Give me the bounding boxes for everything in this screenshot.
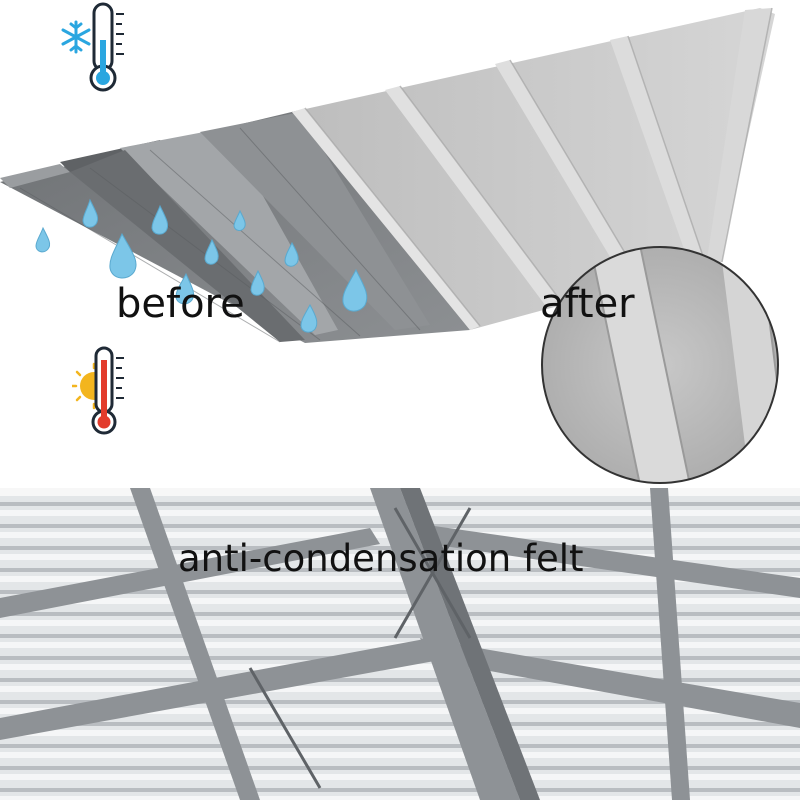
- roof-structure-illustration: [0, 488, 800, 800]
- water-drop-icon: [300, 303, 318, 333]
- snowflake-icon: [61, 20, 91, 54]
- condensation-drops: [35, 198, 368, 333]
- snowflake-thermometer-icon: [60, 0, 132, 96]
- water-drop-icon: [82, 198, 99, 228]
- before-after-panel: before after: [0, 0, 779, 484]
- water-drop-icon: [204, 238, 219, 265]
- before-label: before: [116, 281, 245, 327]
- water-drop-icon: [250, 269, 265, 296]
- water-drop-icon: [284, 241, 299, 267]
- water-drop-icon: [35, 226, 51, 253]
- after-label: after: [540, 281, 635, 327]
- water-drop-icon: [109, 232, 137, 279]
- water-drop-icon: [342, 268, 368, 312]
- water-drop-icon: [175, 272, 195, 305]
- truss-bracing: [248, 507, 472, 789]
- sun-thermometer-icon: [72, 344, 134, 438]
- roof-sheet-illustration: [0, 7, 779, 484]
- water-drop-icon: [151, 204, 169, 235]
- water-drop-icon: [233, 209, 246, 231]
- product-name-label: anti-condensation felt: [178, 537, 584, 580]
- roof-interior-photo: anti-condensation felt: [0, 488, 800, 800]
